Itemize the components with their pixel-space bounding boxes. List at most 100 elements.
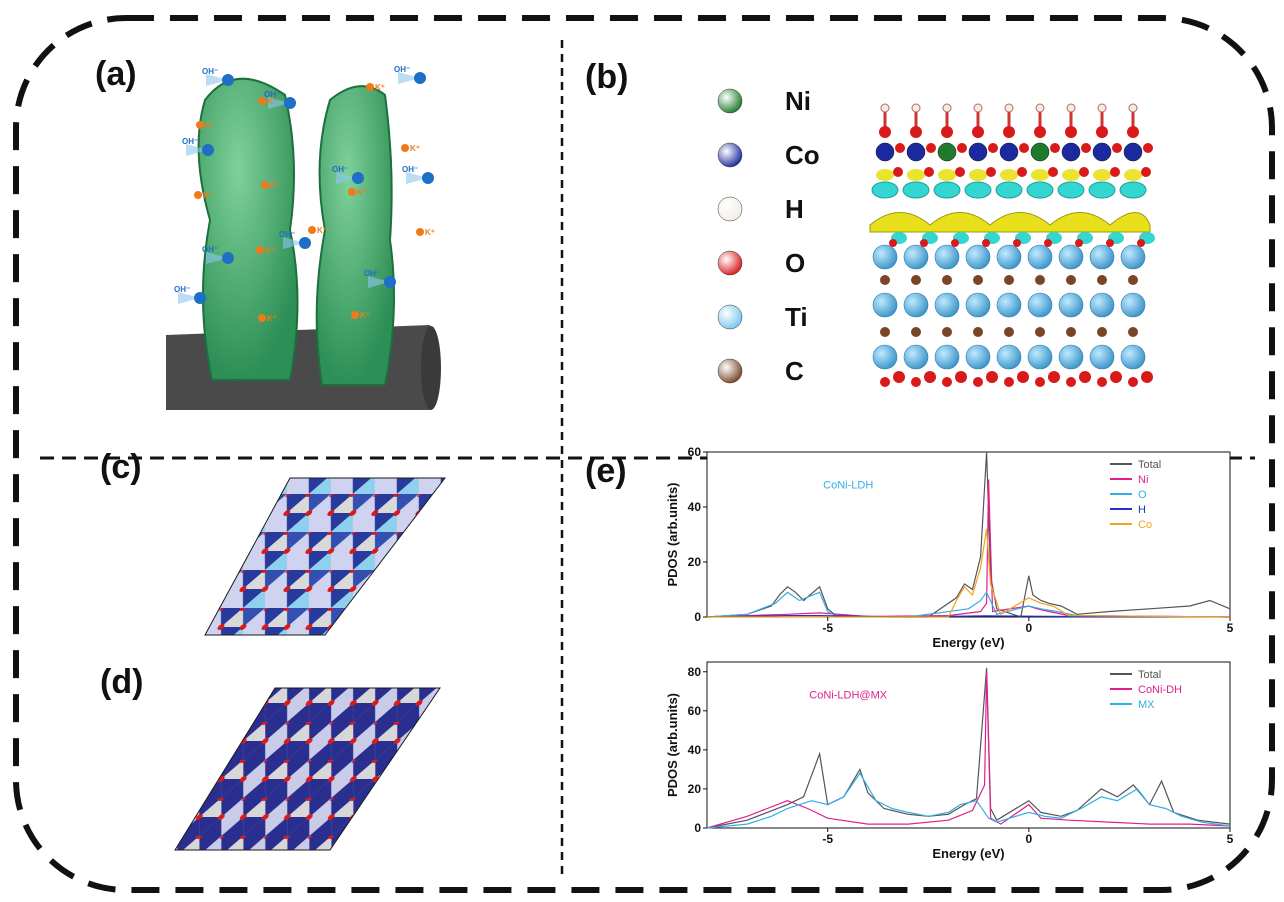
legend-entry-mx: MX	[1138, 699, 1155, 711]
k-ion	[401, 144, 409, 152]
k-ion	[196, 121, 204, 129]
k-ion	[416, 228, 424, 236]
k-ion-label: K⁺	[267, 97, 277, 106]
k-ion	[258, 97, 266, 105]
k-ion	[258, 314, 266, 322]
oh-ion-label: OH⁻	[182, 137, 198, 146]
oh-ion-label: OH⁻	[264, 90, 280, 99]
x-tick-label: -5	[822, 832, 833, 846]
series-line-o	[706, 591, 1231, 618]
k-ion-label: K⁺	[360, 311, 370, 320]
k-ion-label: K⁺	[357, 188, 367, 197]
legend-swatch-o	[717, 250, 743, 276]
k-ion-label: K⁺	[425, 228, 435, 237]
oh-ion	[222, 252, 234, 264]
x-tick-label: 5	[1227, 621, 1234, 635]
legend-swatch-ni	[717, 88, 743, 114]
legend-entry-coni-dh: CoNi-DH	[1138, 684, 1182, 696]
series-line-co	[707, 528, 1231, 618]
oh-ion-label: OH⁻	[394, 65, 410, 74]
y-tick-label: 40	[688, 500, 702, 514]
k-ion-label: K⁺	[205, 121, 215, 130]
x-tick-label: 5	[1227, 832, 1234, 846]
oh-ion	[352, 172, 364, 184]
legend-entry-total: Total	[1138, 669, 1161, 681]
legend-entry-total: Total	[1138, 459, 1161, 471]
oh-ion	[194, 292, 206, 304]
y-tick-label: 20	[688, 555, 702, 569]
oh-ion-label: OH⁻	[174, 285, 190, 294]
k-ion-label: K⁺	[203, 191, 213, 200]
nanosheet-pillar-left	[197, 77, 299, 381]
oh-ion-label: OH⁻	[364, 269, 380, 278]
panel-b-label: (b)	[585, 58, 628, 96]
ion-markers: OH⁻OH⁻OH⁻OH⁻OH⁻OH⁻OH⁻OH⁻OH⁻OH⁻K⁺K⁺K⁺K⁺K⁺…	[174, 65, 435, 323]
panel-a-illustration: OH⁻OH⁻OH⁻OH⁻OH⁻OH⁻OH⁻OH⁻OH⁻OH⁻K⁺K⁺K⁺K⁺K⁺…	[166, 65, 441, 410]
oh-ion-trail	[206, 74, 228, 86]
panel-c-lattice	[204, 477, 447, 636]
k-ion	[256, 246, 264, 254]
k-ion-label: K⁺	[270, 181, 280, 190]
x-axis-label: Energy (eV)	[932, 846, 1004, 861]
oh-ion-label: OH⁻	[279, 230, 295, 239]
oh-ion	[222, 74, 234, 86]
k-ion-label: K⁺	[265, 246, 275, 255]
k-ion-label: K⁺	[317, 226, 327, 235]
legend-entry-o: O	[1138, 489, 1147, 501]
legend-label-co: Co	[785, 140, 820, 170]
oh-ion-trail	[283, 237, 305, 249]
legend-label-ti: Ti	[785, 302, 808, 332]
y-tick-label: 40	[688, 743, 702, 757]
panel-e-label: (e)	[585, 452, 627, 490]
y-tick-label: 60	[688, 704, 702, 718]
legend-entry-ni: Ni	[1138, 474, 1148, 486]
oh-ion-label: OH⁻	[402, 165, 418, 174]
oh-ion	[284, 97, 296, 109]
y-axis-label: PDOS (arb.units)	[665, 482, 680, 586]
series-line-total	[706, 667, 1231, 829]
x-axis-label: Energy (eV)	[932, 635, 1004, 650]
k-ion	[308, 226, 316, 234]
legend-label-o: O	[785, 248, 805, 278]
x-tick-label: 0	[1026, 832, 1033, 846]
plot-frame	[706, 451, 1231, 618]
chart-annotation: CoNi-LDH	[823, 479, 873, 491]
x-tick-label: -5	[822, 621, 833, 635]
series-line-coni-dh	[706, 671, 1231, 829]
series-line-total	[706, 451, 1231, 618]
legend-swatch-c	[717, 358, 743, 384]
oh-ion-trail	[336, 172, 358, 184]
oh-ion	[299, 237, 311, 249]
outer-dashed-frame	[13, 15, 1275, 893]
k-ion	[194, 191, 202, 199]
k-ion	[366, 83, 374, 91]
panel-d-lattice	[174, 687, 441, 851]
k-ion	[351, 311, 359, 319]
legend-label-h: H	[785, 194, 804, 224]
k-ion-label: K⁺	[267, 314, 277, 323]
panel-d-label: (d)	[100, 663, 143, 701]
oh-ion-trail	[368, 276, 390, 288]
k-ion	[261, 181, 269, 189]
oh-ion-label: OH⁻	[202, 67, 218, 76]
k-ion	[348, 188, 356, 196]
x-tick-label: 0	[1026, 621, 1033, 635]
panel-a-label: (a)	[95, 55, 137, 93]
y-axis-label: PDOS (arb.units)	[665, 693, 680, 797]
legend-label-ni: Ni	[785, 86, 811, 116]
chart-annotation: CoNi-LDH@MX	[809, 690, 887, 702]
panel-c-label: (c)	[100, 448, 142, 486]
oh-ion-trail	[178, 292, 200, 304]
legend-swatch-ti	[717, 304, 743, 330]
oh-ion	[414, 72, 426, 84]
oh-ion-trail	[406, 172, 428, 184]
oh-ion	[422, 172, 434, 184]
nanosheet-pillar-right	[315, 85, 395, 386]
oh-ion-label: OH⁻	[202, 245, 218, 254]
y-tick-label: 0	[694, 610, 701, 624]
y-tick-label: 20	[688, 782, 702, 796]
